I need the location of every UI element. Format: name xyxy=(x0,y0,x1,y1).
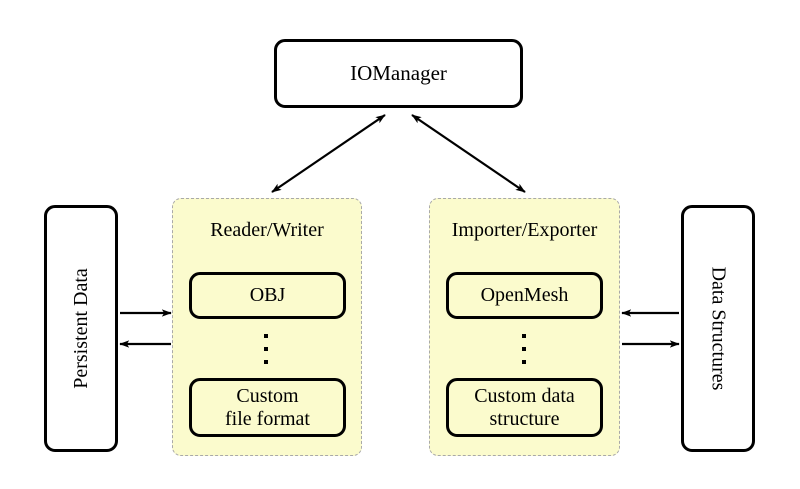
item-openmesh-label: OpenMesh xyxy=(480,284,569,307)
ellipsis-reader-writer xyxy=(263,334,269,364)
item-obj[interactable]: OBJ xyxy=(189,272,346,319)
item-custom-data-structure-label: Custom data structure xyxy=(468,385,581,430)
arrow-iomanager-importer-exporter xyxy=(411,114,526,193)
item-custom-data-structure-line2: structure xyxy=(489,407,560,430)
arrow-iomanager-reader-writer xyxy=(271,114,386,193)
node-data-structures[interactable]: Data Structures xyxy=(681,205,755,452)
node-persistent-data-label: Persistent Data xyxy=(69,268,92,389)
node-iomanager-label: IOManager xyxy=(350,61,447,85)
panel-reader-writer-title: Reader/Writer xyxy=(210,219,324,241)
ellipsis-importer-exporter xyxy=(521,334,527,364)
item-openmesh[interactable]: OpenMesh xyxy=(446,272,603,319)
node-iomanager[interactable]: IOManager xyxy=(274,39,523,108)
node-data-structures-label: Data Structures xyxy=(707,266,730,391)
item-custom-file-format-label: Custom file format xyxy=(219,385,316,430)
item-custom-file-format-line2: file format xyxy=(225,407,310,430)
item-custom-file-format-line1: Custom xyxy=(236,385,299,408)
item-obj-label: OBJ xyxy=(249,284,286,307)
item-custom-data-structure-line1: Custom data xyxy=(474,385,575,408)
item-custom-file-format[interactable]: Custom file format xyxy=(189,378,346,437)
item-custom-data-structure[interactable]: Custom data structure xyxy=(446,378,603,437)
node-persistent-data[interactable]: Persistent Data xyxy=(44,205,118,452)
panel-importer-exporter-title: Importer/Exporter xyxy=(451,219,598,241)
